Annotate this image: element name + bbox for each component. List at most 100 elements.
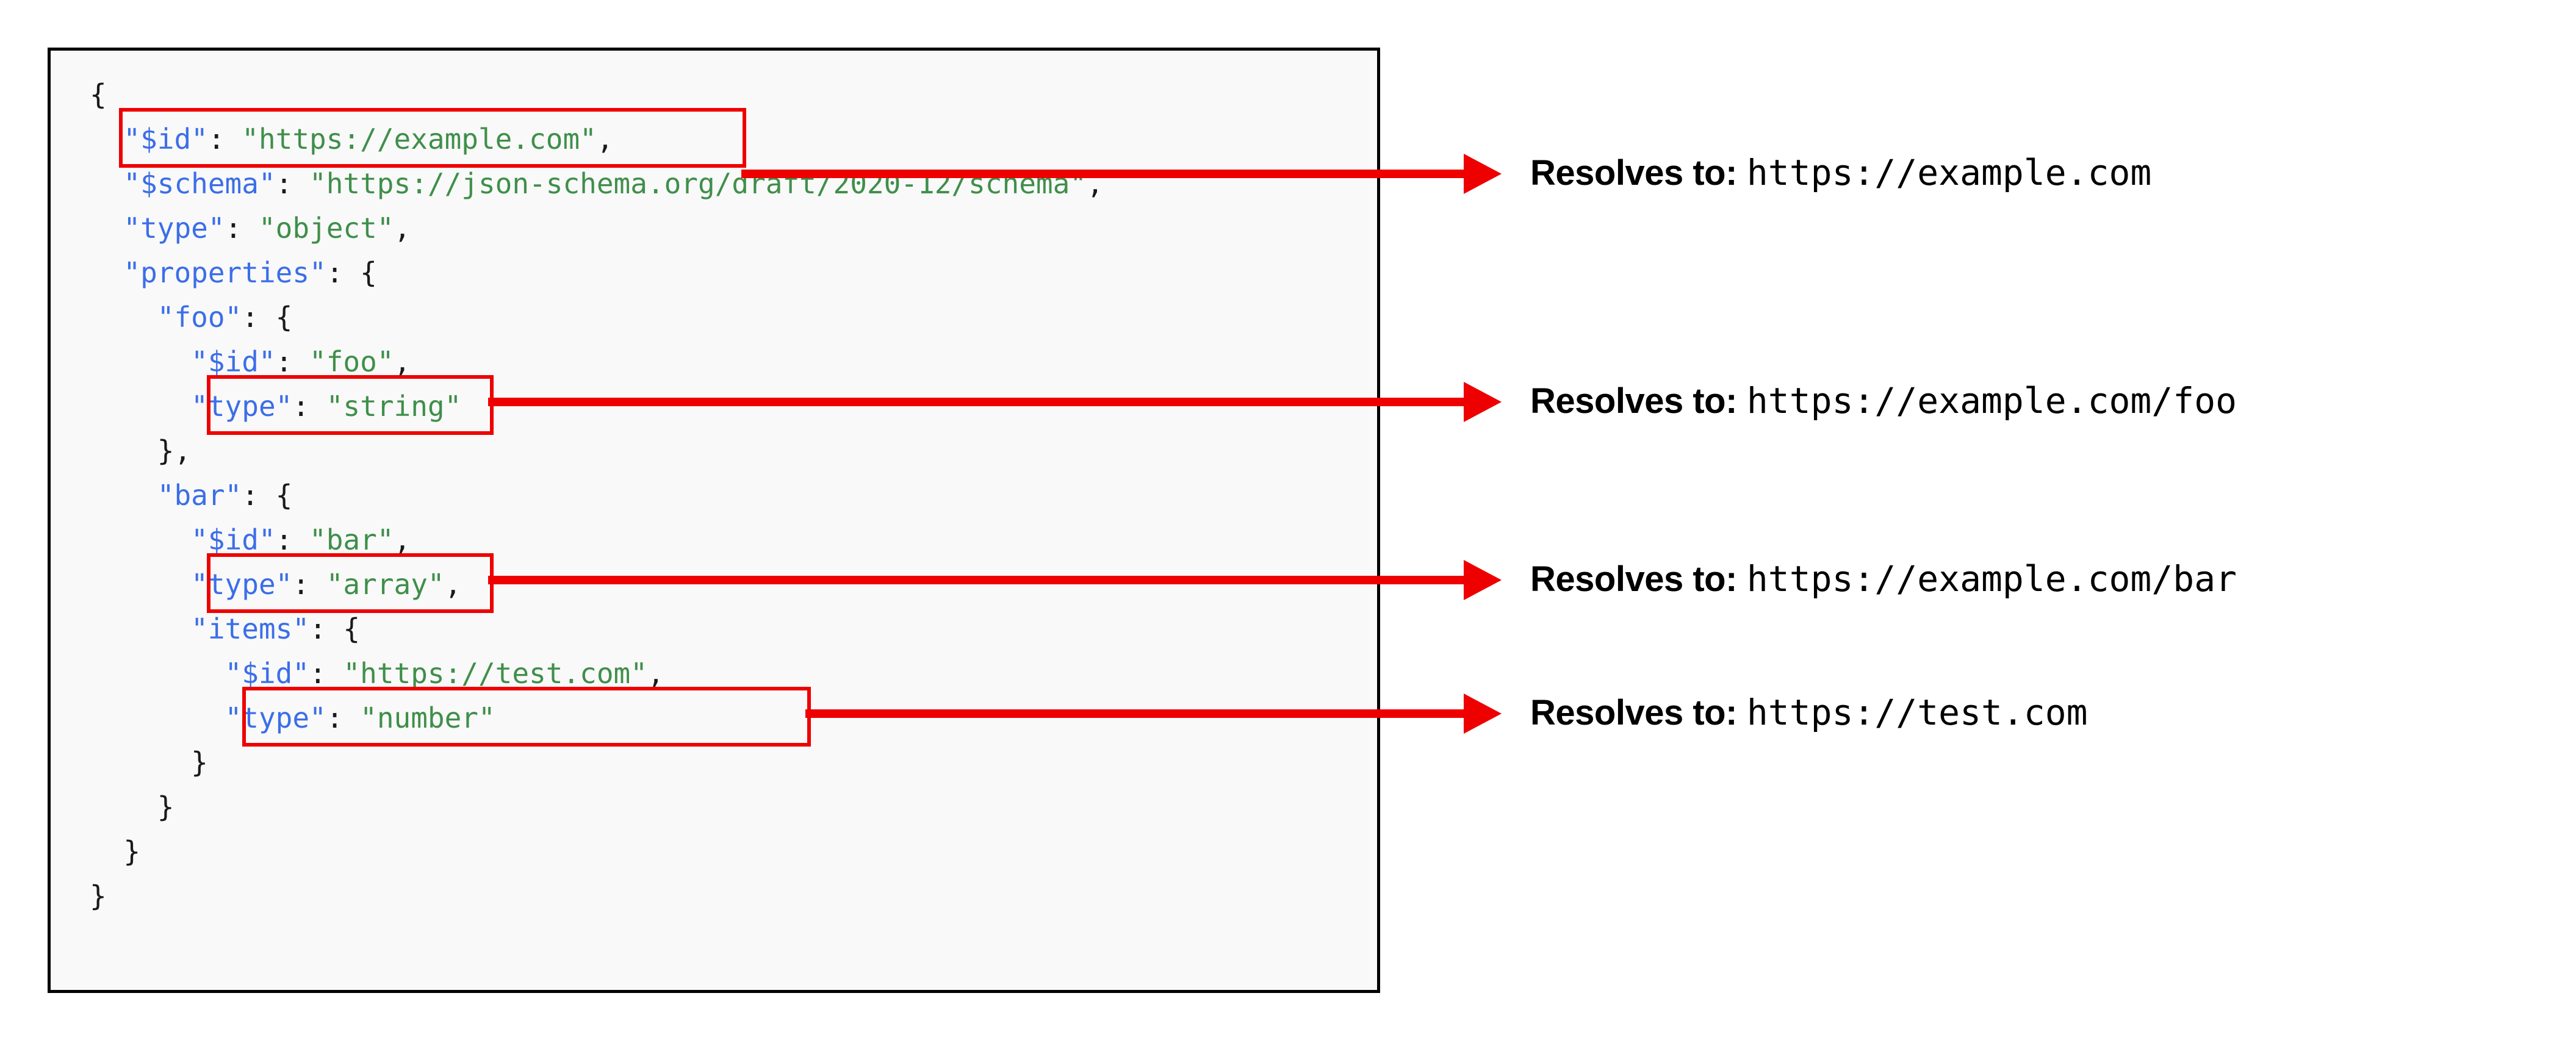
- code-line: {: [90, 73, 1104, 117]
- code-token-str: "https://example.com": [242, 123, 597, 156]
- resolves-label: Resolves to:: [1530, 153, 1737, 193]
- code-indent: [90, 345, 191, 378]
- code-indent: [90, 479, 157, 512]
- resolved-url: https://test.com: [1746, 692, 2088, 733]
- code-token-punct: :: [326, 701, 361, 734]
- code-indent: [90, 256, 123, 289]
- code-line: "$schema": "https://json-schema.org/draf…: [90, 162, 1104, 206]
- annotation-resolves-items: Resolves to:https://test.com: [1530, 692, 2088, 733]
- code-token-punct: :: [225, 212, 259, 245]
- code-token-str: "bar": [309, 523, 394, 556]
- resolved-url: https://example.com/foo: [1746, 380, 2237, 421]
- code-token-punct: :: [207, 123, 242, 156]
- code-token-key: "foo": [157, 301, 242, 334]
- code-token-punct: :: [275, 523, 310, 556]
- code-token-key: "type": [191, 390, 293, 423]
- code-token-str: "object": [258, 212, 394, 245]
- code-indent: [90, 568, 191, 601]
- code-line: }: [90, 874, 1104, 919]
- code-token-str: "foo": [309, 345, 394, 378]
- code-indent: [90, 123, 123, 156]
- code-token-punct: :: [292, 568, 326, 601]
- code-line: },: [90, 429, 1104, 473]
- json-code-block: { "$id": "https://example.com", "$schema…: [90, 73, 1104, 919]
- code-token-punct: :: [309, 657, 344, 690]
- code-token-key: "$id": [123, 123, 208, 156]
- code-token-str: "https://json-schema.org/draft/2020-12/s…: [309, 167, 1087, 200]
- code-line: "type": "object",: [90, 206, 1104, 251]
- code-line: "$id": "foo",: [90, 340, 1104, 384]
- code-indent: [90, 657, 225, 690]
- arrow-head: [1464, 382, 1502, 422]
- annotation-resolves-bar: Resolves to:https://example.com/bar: [1530, 558, 2237, 600]
- code-token-punct: :: [275, 167, 310, 200]
- resolves-label: Resolves to:: [1530, 693, 1737, 733]
- resolves-label: Resolves to:: [1530, 559, 1737, 599]
- code-indent: [90, 523, 191, 556]
- code-token-punct: }: [157, 790, 174, 823]
- code-indent: [90, 790, 157, 823]
- code-token-punct: ,: [647, 657, 664, 690]
- code-token-str: "array": [326, 568, 445, 601]
- code-token-key: "$id": [191, 523, 276, 556]
- code-token-punct: ,: [394, 523, 411, 556]
- code-token-punct: ,: [596, 123, 614, 156]
- code-indent: [90, 212, 123, 245]
- code-token-punct: : {: [326, 256, 377, 289]
- code-line: }: [90, 830, 1104, 874]
- arrow-head: [1464, 154, 1502, 194]
- code-line: "foo": {: [90, 295, 1104, 340]
- code-token-punct: : {: [242, 301, 293, 334]
- code-token-key: "bar": [157, 479, 242, 512]
- code-token-str: "https://test.com": [343, 657, 647, 690]
- code-line: "type": "number": [90, 696, 1104, 740]
- code-token-punct: : {: [309, 612, 361, 645]
- code-token-punct: }: [90, 880, 107, 912]
- resolves-label: Resolves to:: [1530, 381, 1737, 421]
- annotation-resolves-foo: Resolves to:https://example.com/foo: [1530, 380, 2237, 421]
- code-line: }: [90, 785, 1104, 830]
- code-indent: [90, 301, 157, 334]
- code-token-punct: }: [123, 835, 141, 868]
- code-token-str: "number": [360, 701, 495, 734]
- code-token-key: "items": [191, 612, 310, 645]
- code-token-punct: },: [157, 434, 192, 467]
- resolved-url: https://example.com/bar: [1746, 558, 2237, 600]
- code-token-str: "string": [326, 390, 462, 423]
- code-token-punct: :: [292, 390, 326, 423]
- code-token-punct: ,: [394, 212, 411, 245]
- code-indent: [90, 746, 191, 779]
- code-token-key: "properties": [123, 256, 326, 289]
- code-line: "type": "array",: [90, 562, 1104, 607]
- code-line: }: [90, 740, 1104, 785]
- code-token-punct: : {: [242, 479, 293, 512]
- code-line: "bar": {: [90, 473, 1104, 518]
- code-token-punct: :: [275, 345, 310, 378]
- code-indent: [90, 434, 157, 467]
- code-token-punct: ,: [394, 345, 411, 378]
- code-indent: [90, 612, 191, 645]
- code-token-punct: {: [90, 78, 107, 111]
- resolved-url: https://example.com: [1746, 152, 2152, 193]
- code-token-key: "$schema": [123, 167, 276, 200]
- code-line: "properties": {: [90, 251, 1104, 295]
- code-token-key: "type": [191, 568, 293, 601]
- code-token-key: "type": [225, 701, 326, 734]
- code-indent: [90, 167, 123, 200]
- code-line: "type": "string": [90, 384, 1104, 429]
- code-indent: [90, 390, 191, 423]
- annotation-resolves-root: Resolves to:https://example.com: [1530, 152, 2151, 193]
- arrow-head: [1464, 694, 1502, 734]
- code-indent: [90, 835, 123, 868]
- json-code-panel: { "$id": "https://example.com", "$schema…: [48, 48, 1380, 993]
- code-token-punct: }: [191, 746, 208, 779]
- code-token-key: "$id": [225, 657, 310, 690]
- code-line: "$id": "https://test.com",: [90, 651, 1104, 696]
- code-token-punct: ,: [1086, 167, 1104, 200]
- code-indent: [90, 701, 225, 734]
- code-line: "items": {: [90, 607, 1104, 651]
- arrow-head: [1464, 560, 1502, 600]
- code-token-punct: ,: [444, 568, 462, 601]
- code-token-key: "type": [123, 212, 225, 245]
- code-line: "$id": "https://example.com",: [90, 117, 1104, 162]
